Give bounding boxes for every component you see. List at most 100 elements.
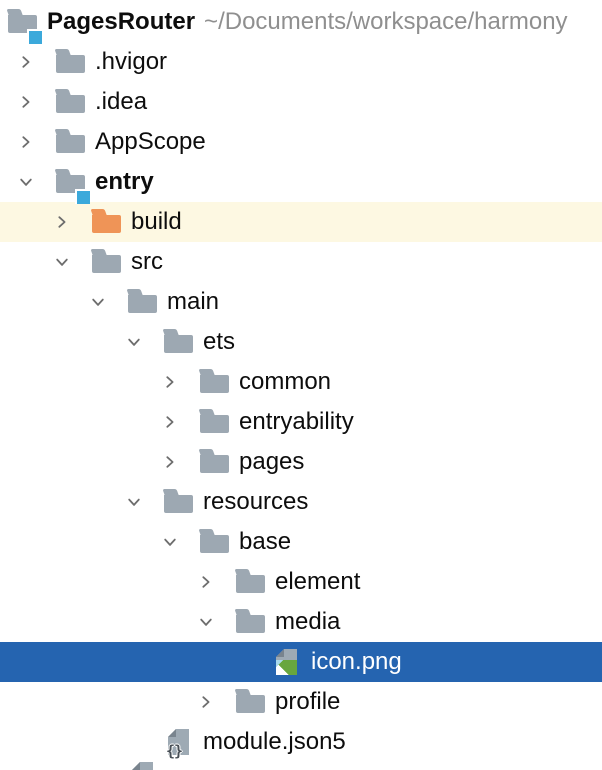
tree-row-resources[interactable]: resources bbox=[0, 482, 602, 522]
json5-file-icon: {} bbox=[164, 727, 194, 759]
chevron-right-icon[interactable] bbox=[198, 562, 236, 602]
tree-row-PagesRouter[interactable]: PagesRouter ~/Documents/workspace/harmon… bbox=[0, 2, 602, 44]
folder-body bbox=[164, 335, 193, 353]
chevron-right-icon[interactable] bbox=[162, 362, 200, 402]
tree-row-src[interactable]: src bbox=[0, 242, 602, 282]
tree-row-base[interactable]: base bbox=[0, 522, 602, 562]
folder-body bbox=[200, 535, 229, 553]
tree-row-build[interactable]: build bbox=[0, 202, 602, 242]
tree-row-element[interactable]: element bbox=[0, 562, 602, 602]
folder-body bbox=[92, 255, 121, 273]
tree-item-label: base bbox=[239, 528, 292, 555]
folder-body bbox=[200, 455, 229, 473]
chevron-right-glyph bbox=[22, 56, 30, 68]
module-icon bbox=[54, 167, 90, 204]
chevron-down-glyph bbox=[128, 498, 140, 506]
chevron-down-icon[interactable] bbox=[18, 162, 56, 202]
tree-row-.hvigor[interactable]: .hvigor bbox=[0, 42, 602, 82]
chevron-right-icon[interactable] bbox=[18, 122, 56, 162]
folder-icon bbox=[126, 287, 158, 317]
folder-body bbox=[56, 95, 85, 113]
image-thumbnail bbox=[276, 660, 297, 675]
tree-item-label: build bbox=[131, 208, 182, 235]
chevron-down-glyph bbox=[200, 618, 212, 626]
tree-item-label: .idea bbox=[95, 88, 148, 115]
chevron-right-glyph bbox=[202, 696, 210, 708]
tree-row-icon.png[interactable]: icon.png bbox=[0, 642, 602, 682]
image-file-icon bbox=[272, 647, 302, 677]
tree-item-label: media bbox=[275, 608, 341, 635]
tree-row-media[interactable]: media bbox=[0, 602, 602, 642]
chevron-right-icon[interactable] bbox=[18, 82, 56, 122]
tree-row-.idea[interactable]: .idea bbox=[0, 82, 602, 122]
chevron-down-glyph bbox=[56, 258, 68, 266]
tree-item-label: icon.png bbox=[311, 648, 402, 675]
tree-row-entry[interactable]: entry bbox=[0, 162, 602, 204]
chevron-down-icon[interactable] bbox=[54, 242, 92, 282]
chevron-right-glyph bbox=[202, 576, 210, 588]
folder-icon bbox=[198, 447, 230, 477]
folder-icon bbox=[54, 87, 86, 117]
file-corner-fold bbox=[132, 762, 140, 770]
tree-row-common[interactable]: common bbox=[0, 362, 602, 402]
chevron-right-glyph bbox=[22, 96, 30, 108]
chevron-down-icon[interactable] bbox=[162, 522, 200, 562]
tree-item-label: module.json5 bbox=[203, 728, 346, 755]
tree-item-label: src bbox=[131, 248, 163, 275]
chevron-down-glyph bbox=[128, 338, 140, 346]
chevron-right-icon[interactable] bbox=[198, 682, 236, 722]
tree-row-pages[interactable]: pages bbox=[0, 442, 602, 482]
folder-body bbox=[56, 55, 85, 73]
chevron-right-glyph bbox=[58, 216, 66, 228]
folder-body bbox=[128, 295, 157, 313]
tree-row-AppScope[interactable]: AppScope bbox=[0, 122, 602, 162]
tree-row-main[interactable]: main bbox=[0, 282, 602, 322]
chevron-down-icon[interactable] bbox=[198, 602, 236, 642]
folder-body bbox=[200, 375, 229, 393]
indent-spacer bbox=[90, 762, 128, 770]
folder-body bbox=[200, 415, 229, 433]
tree-row-ets[interactable]: ets bbox=[0, 322, 602, 362]
folder-body bbox=[236, 615, 265, 633]
folder-icon bbox=[234, 567, 266, 597]
tree-item-label: common bbox=[239, 368, 332, 395]
chevron-down-icon[interactable] bbox=[126, 482, 164, 522]
chevron-right-glyph bbox=[22, 136, 30, 148]
tree-item-label: PagesRouter bbox=[47, 8, 196, 35]
tree-row-partial[interactable] bbox=[0, 762, 602, 770]
tree-item-label: AppScope bbox=[95, 128, 206, 155]
chevron-right-icon[interactable] bbox=[162, 442, 200, 482]
indent-spacer bbox=[234, 642, 272, 682]
chevron-down-glyph bbox=[164, 538, 176, 546]
folder-icon bbox=[162, 487, 194, 517]
module-badge bbox=[75, 189, 90, 204]
tree-row-profile[interactable]: profile bbox=[0, 682, 602, 722]
chevron-right-icon[interactable] bbox=[162, 402, 200, 442]
file-body bbox=[132, 762, 153, 770]
tree-row-module.json5[interactable]: {} module.json5 bbox=[0, 722, 602, 762]
folder-icon bbox=[90, 247, 122, 277]
folder-body bbox=[8, 15, 37, 33]
chevron-right-icon[interactable] bbox=[54, 202, 92, 242]
tree-item-label: resources bbox=[203, 488, 309, 515]
folder-icon bbox=[90, 207, 122, 237]
tree-item-label: profile bbox=[275, 688, 341, 715]
tree-item-label: ets bbox=[203, 328, 236, 355]
file-corner-fold bbox=[276, 649, 284, 657]
chevron-right-icon[interactable] bbox=[18, 42, 56, 82]
chevron-down-glyph bbox=[20, 178, 32, 186]
tree-row-entryability[interactable]: entryability bbox=[0, 402, 602, 442]
folder-icon bbox=[198, 367, 230, 397]
folder-body bbox=[92, 215, 121, 233]
chevron-right-glyph bbox=[166, 416, 174, 428]
project-path: ~/Documents/workspace/harmony bbox=[204, 8, 568, 35]
chevron-right-glyph bbox=[166, 376, 174, 388]
chevron-down-icon[interactable] bbox=[126, 322, 164, 362]
folder-body bbox=[164, 495, 193, 513]
folder-body bbox=[236, 575, 265, 593]
folder-icon bbox=[162, 327, 194, 357]
folder-icon bbox=[198, 527, 230, 557]
tree-item-label: .hvigor bbox=[95, 48, 168, 75]
chevron-down-icon[interactable] bbox=[90, 282, 128, 322]
